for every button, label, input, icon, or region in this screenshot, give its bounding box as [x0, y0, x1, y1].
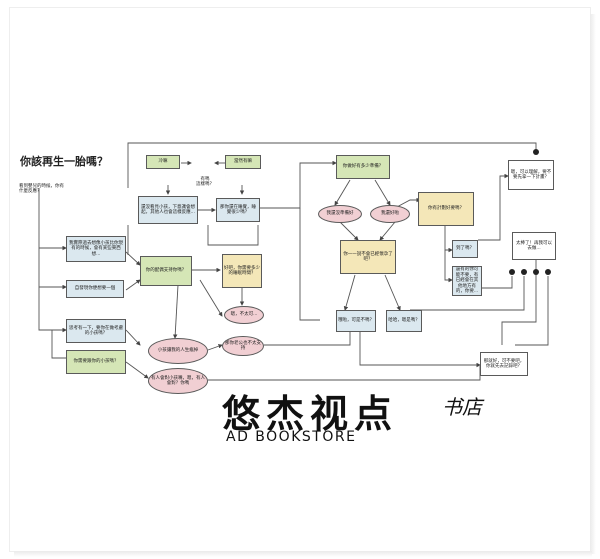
node-ha: 嗯，不太可...: [224, 306, 264, 324]
node-no-ready: 我還沒準備好: [318, 205, 362, 223]
watermark-chinese: 悠杰视点: [222, 392, 399, 436]
node-self: 自發現你便想要一個: [66, 280, 124, 298]
frame-shadow-right: [590, 14, 596, 554]
node-ready: 你做好有多少準備？: [336, 155, 390, 179]
node-busy: 小孩讓我的人生瘋掉: [148, 338, 208, 364]
start-question: 看到嬰兒的時候，你有什麼反應？: [19, 183, 64, 195]
frame-shadow-bottom: [14, 551, 592, 557]
node-partner: 你的配偶支持你嗎？: [140, 256, 192, 286]
node-yes-ready: 我還好啦: [370, 205, 410, 223]
node-final: 那就好，可不要吧，你就先去記錄吧？: [480, 352, 528, 376]
node-sometimes: 還有的你可能不要，有已經會在其他地方有的，你要...: [452, 266, 482, 296]
node-tired: 那你還在睡覺，睡覺很少嗎？: [216, 198, 260, 222]
node-right: 到了嗎？: [452, 240, 478, 258]
node-how: 有人會對小孩嘴，嗯，有人會對？你嗎: [148, 368, 208, 394]
node-check2: 哈哈，嗯是嗎？: [386, 310, 422, 332]
node-check1: 哦啦，可是不嗎？: [336, 310, 376, 332]
chart-title: 你該再生一胎嗎？: [20, 155, 108, 168]
node-qmark: 有嗎 這樣嗎？: [190, 173, 220, 191]
node-enough: 嗯，可以理解，要不要先拿一下計畫？: [508, 160, 554, 190]
node-old: 那你老公也不太支持: [222, 336, 264, 356]
node-imagine: 我實際過去想像小孩比你現有的時候，會有某些東西想...: [66, 236, 126, 262]
watermark-bookstore: 书店: [442, 395, 482, 419]
node-think-child: 還沒看見小孩，下意識會想起，其他人也會這樣反應...: [138, 196, 198, 224]
node-yes: 當然有嘛: [225, 155, 261, 169]
node-prep: 你有計劃好要嗎？: [418, 192, 474, 226]
watermark-english: AD BOOKSTORE: [226, 429, 357, 445]
node-sure: 你一一說不會已經懷孕了吧？: [340, 240, 396, 274]
node-think-kids: 思考有一下，要你在做考慮的小孩嗎？: [66, 319, 126, 343]
node-lastq: 太棒了！再我可以去做...: [512, 232, 556, 260]
node-mother: 你需要跟你的小孩嗎？: [66, 350, 126, 374]
node-cool: 冷嘛: [146, 155, 180, 169]
node-good: 好吧，你需要多少的睡眠時間？: [222, 254, 262, 288]
